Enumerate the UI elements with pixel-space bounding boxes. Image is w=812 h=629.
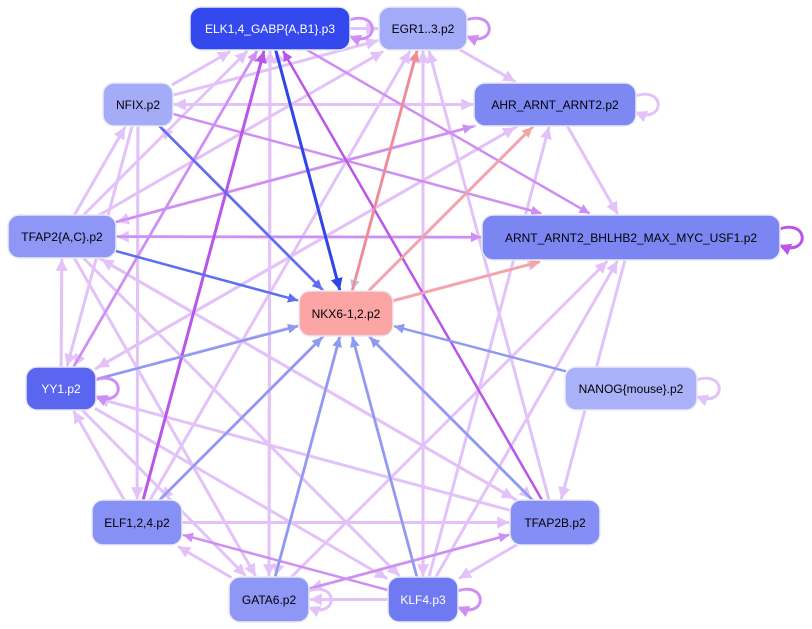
edge-klf4-to-elf xyxy=(182,532,390,592)
edge-yy1-to-nkx xyxy=(94,323,299,381)
self-loop-arnt xyxy=(777,225,804,256)
edge-yy1-to-tfap2ac xyxy=(55,258,68,369)
node-ahr[interactable]: AHR_ARNT_ARNT2.p2 xyxy=(473,82,637,127)
self-loop-elk xyxy=(347,16,374,47)
self-loop-egr xyxy=(464,16,491,47)
node-label: NANOG{mouse}.p2 xyxy=(579,382,684,396)
node-box xyxy=(228,576,310,623)
edge-gata6-to-arnt xyxy=(290,260,608,579)
edge-gata6-to-tfap2b xyxy=(307,532,510,590)
node-box xyxy=(481,214,781,261)
edge-nkx-to-ahr xyxy=(367,126,533,293)
edge-tfap2b-to-klf4 xyxy=(458,543,518,580)
node-gata6[interactable]: GATA6.p2 xyxy=(228,576,310,623)
node-egr[interactable]: EGR1..3.p2 xyxy=(378,6,468,51)
node-label: ELK1,4_GABP{A,B1}.p3 xyxy=(205,22,335,36)
edge-nfix-to-elk xyxy=(171,50,231,86)
edge-tfap2ac-to-nfix xyxy=(72,126,126,217)
node-box xyxy=(189,6,351,51)
self-loop-ahr xyxy=(633,92,660,123)
self-loop-nanog xyxy=(694,376,721,407)
edge-klf4-to-nkx xyxy=(350,336,419,579)
edge-egr-to-ahr xyxy=(458,48,516,83)
node-nanog[interactable]: NANOG{mouse}.p2 xyxy=(564,366,698,411)
node-box xyxy=(509,499,601,546)
node-label: AHR_ARNT_ARNT2.p2 xyxy=(491,98,619,112)
node-box xyxy=(564,366,698,411)
edge-tfap2ac-to-klf4 xyxy=(81,256,401,577)
node-klf4[interactable]: KLF4.p3 xyxy=(387,576,459,623)
self-loop-yy1 xyxy=(93,376,120,407)
edge-elf-to-nkx xyxy=(158,336,323,502)
edge-tfap2ac-to-nkx xyxy=(114,249,299,303)
node-box xyxy=(378,6,468,51)
edge-tfap2ac-to-ahr xyxy=(114,124,474,224)
self-loop-klf4 xyxy=(455,587,482,618)
node-label: TFAP2B.p2 xyxy=(524,516,586,530)
edge-gata6-to-elf xyxy=(177,545,232,579)
node-nkx[interactable]: NKX6-1,2.p2 xyxy=(298,290,394,337)
node-box xyxy=(91,499,183,546)
edge-tfap2b-to-elk xyxy=(282,50,544,502)
edge-tfap2ac-to-arnt xyxy=(114,232,482,243)
node-label: NKX6-1,2.p2 xyxy=(312,307,381,321)
edge-ahr-to-arnt xyxy=(565,124,619,215)
edge-elk-to-arnt xyxy=(305,48,590,215)
node-box xyxy=(473,82,637,127)
edge-tfap2ac-to-tfap2b xyxy=(97,256,515,500)
edge-gata6-to-nkx xyxy=(273,336,342,579)
node-elk[interactable]: ELK1,4_GABP{A,B1}.p3 xyxy=(189,6,351,51)
node-box xyxy=(298,290,394,337)
node-box xyxy=(7,214,117,259)
node-label: TFAP2{A,C}.p2 xyxy=(21,230,103,244)
node-label: GATA6.p2 xyxy=(242,593,297,607)
node-label: YY1.p2 xyxy=(41,382,81,396)
node-layer: ELK1,4_GABP{A,B1}.p3 EGR1..3.p2 NFIX.p2 … xyxy=(7,6,781,623)
node-tfap2ac[interactable]: TFAP2{A,C}.p2 xyxy=(7,214,117,259)
node-elf[interactable]: ELF1,2,4.p2 xyxy=(91,499,183,546)
edge-ahr-to-yy1 xyxy=(96,124,520,369)
edge-elf-to-yy1 xyxy=(72,410,126,502)
edge-yy1-to-klf4 xyxy=(94,407,388,580)
edge-nanog-to-nkx xyxy=(393,323,567,373)
node-box xyxy=(387,576,459,623)
node-yy1[interactable]: YY1.p2 xyxy=(25,366,97,411)
node-box xyxy=(25,366,97,411)
edge-layer xyxy=(55,22,627,606)
edge-tfap2b-to-nkx xyxy=(369,336,534,502)
self-loop-gata6 xyxy=(306,587,333,618)
edge-nfix-to-nkx xyxy=(158,124,323,291)
node-box xyxy=(102,82,174,127)
node-arnt[interactable]: ARNT_ARNT2_BHLHB2_MAX_MYC_USF1.p2 xyxy=(481,214,781,261)
edge-klf4-to-ahr xyxy=(427,126,552,579)
node-nfix[interactable]: NFIX.p2 xyxy=(102,82,174,127)
edge-elk-to-gata6 xyxy=(263,48,276,577)
edge-nkx-to-arnt xyxy=(391,259,541,303)
node-label: KLF4.p3 xyxy=(400,593,446,607)
edge-nkx-to-egr xyxy=(350,50,420,293)
node-tfap2b[interactable]: TFAP2B.p2 xyxy=(509,499,601,546)
edge-yy1-to-gata6 xyxy=(80,408,247,577)
edge-nfix-to-arnt xyxy=(171,112,542,216)
self-loop-layer xyxy=(93,16,804,618)
node-label: ELF1,2,4.p2 xyxy=(104,516,170,530)
node-label: NFIX.p2 xyxy=(116,98,160,112)
node-label: ARNT_ARNT2_BHLHB2_MAX_MYC_USF1.p2 xyxy=(505,231,757,245)
edge-elk-to-nkx xyxy=(274,48,343,291)
node-label: EGR1..3.p2 xyxy=(392,22,455,36)
